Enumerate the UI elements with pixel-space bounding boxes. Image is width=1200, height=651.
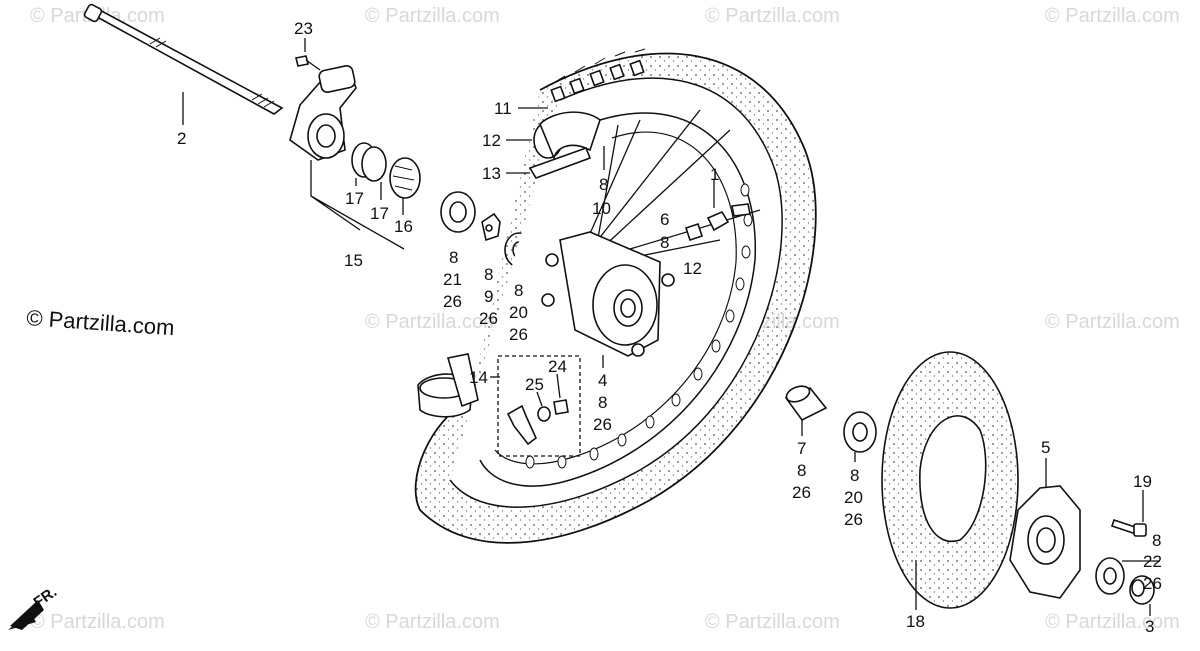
callout-label: 13	[482, 164, 501, 183]
callout-label: 22	[1143, 552, 1162, 571]
callout-label: 11	[494, 99, 512, 118]
watermark: © Partzilla.com	[30, 611, 165, 633]
callout-label: 26	[1143, 574, 1162, 593]
speedometer-gearbox-part[interactable]	[289, 65, 357, 161]
callout-label: 26	[443, 292, 462, 311]
spokes-part[interactable]	[584, 109, 761, 261]
callout-label: 20	[844, 488, 863, 507]
callout-label: 8	[449, 248, 458, 267]
callout-label: 26	[509, 325, 528, 344]
front-axle-part[interactable]	[83, 3, 284, 115]
callout-label: 4	[598, 371, 607, 390]
valve-cap-part[interactable]	[684, 222, 704, 242]
callout-label: 17	[370, 204, 389, 223]
screw-part[interactable]	[295, 55, 321, 71]
callout-label: 7	[797, 439, 806, 458]
valve-kit-box	[497, 355, 581, 457]
flange-nut-part[interactable]	[1095, 557, 1125, 595]
callout-label: 1	[710, 165, 719, 184]
callout-label: 26	[479, 309, 498, 328]
tire-cross-section	[417, 353, 479, 418]
watermark: © Partzilla.com	[705, 611, 840, 633]
watermark: © Partzilla.com	[365, 611, 500, 633]
callout-label: 8	[514, 281, 523, 300]
callout-label: 19	[1133, 472, 1152, 491]
callout-labels: 2 23 17 17 16 15 11 12 13 8 10 1 6 8 12 …	[177, 19, 1162, 636]
front-rim-part[interactable]	[479, 112, 756, 487]
callout-label: 18	[906, 612, 925, 631]
callout-label: 2	[177, 129, 186, 148]
callout-label: 6	[660, 210, 669, 229]
callout-label: 5	[1041, 438, 1050, 457]
valve-stem-part[interactable]	[506, 399, 569, 446]
tube-part[interactable]	[533, 111, 601, 161]
rim-band-part[interactable]	[528, 146, 592, 179]
watermark: © Partzilla.com	[1045, 611, 1180, 633]
callout-label: 12	[683, 259, 702, 278]
callout-label: 12	[482, 131, 501, 150]
bearing-part[interactable]	[843, 411, 877, 453]
callout-label: 10	[592, 199, 611, 218]
callout-label: 20	[509, 303, 528, 322]
watermark: © Partzilla.com	[1045, 311, 1180, 333]
bearing-part[interactable]	[440, 191, 476, 233]
wheel-collar-part[interactable]	[1129, 575, 1155, 605]
valve-nut-part[interactable]	[706, 203, 751, 232]
callout-label: 25	[525, 375, 544, 394]
callout-label: 24	[548, 357, 567, 376]
disc-hub-part[interactable]	[1009, 485, 1081, 599]
bolt-part[interactable]	[1110, 518, 1147, 537]
callout-label: 23	[294, 19, 313, 38]
watermark: © Partzilla.com	[1045, 5, 1180, 27]
callout-label: 8	[797, 461, 806, 480]
front-hub-part[interactable]	[541, 231, 675, 357]
callout-label: 26	[844, 510, 863, 529]
brand-label: © Partzilla.com	[26, 305, 176, 340]
callout-label: 8	[598, 393, 607, 412]
retainer-part[interactable]	[361, 146, 387, 182]
watermark-layer: © Partzilla.com © Partzilla.com © Partzi…	[30, 5, 1180, 633]
watermark: © Partzilla.com	[705, 5, 840, 27]
callout-label: 14	[469, 368, 488, 387]
callout-label: 8	[850, 466, 859, 485]
callout-label: 8	[599, 175, 608, 194]
side-collar-part[interactable]	[784, 383, 828, 422]
callout-label: 16	[394, 217, 413, 236]
callout-label: 8	[660, 233, 669, 252]
watermark: © Partzilla.com	[365, 311, 500, 333]
callout-label: 17	[345, 189, 364, 208]
watermark: © Partzilla.com	[365, 5, 500, 27]
callout-label: 26	[593, 415, 612, 434]
callout-label: 3	[1145, 617, 1154, 636]
callout-label: 8	[484, 265, 493, 284]
callout-label: 15	[344, 251, 363, 270]
callout-label: 8	[1152, 531, 1161, 550]
callout-label: 26	[792, 483, 811, 502]
callout-label: 21	[443, 270, 462, 289]
brake-disc-part[interactable]	[881, 351, 1019, 609]
distance-collar-part[interactable]	[481, 212, 501, 242]
callout-label: 9	[484, 287, 493, 306]
